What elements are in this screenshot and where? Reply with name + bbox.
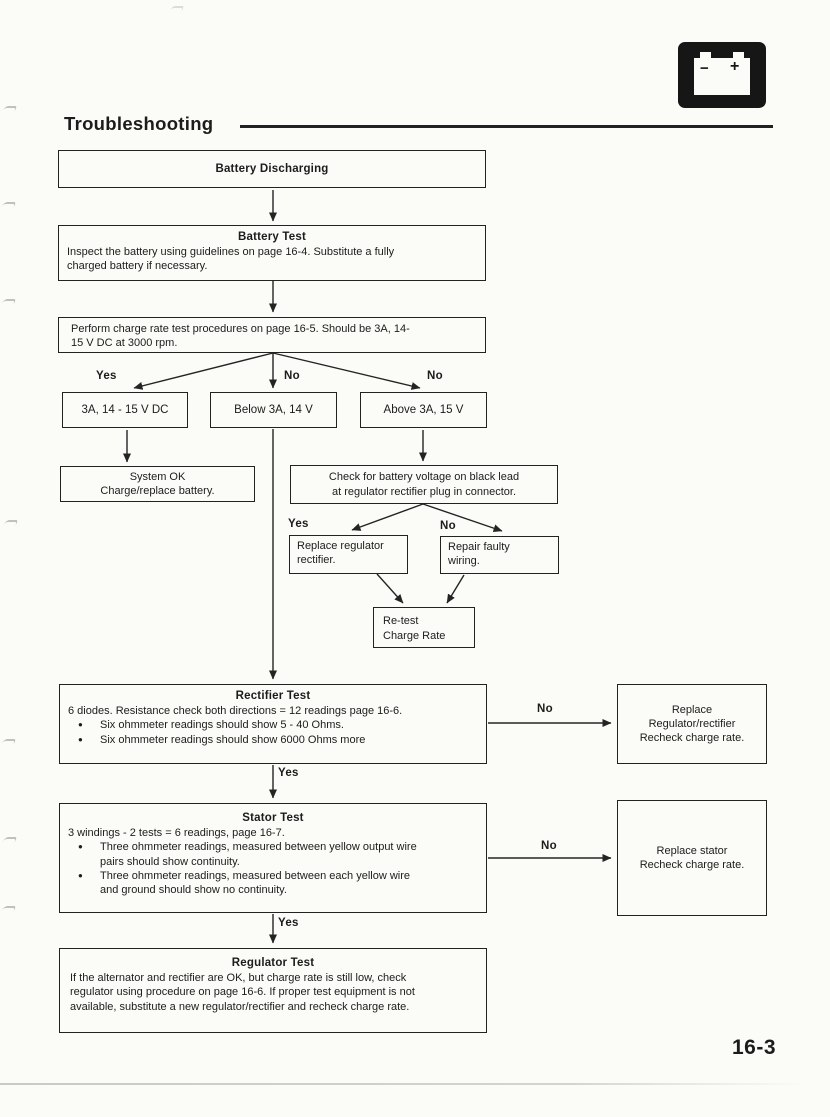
battery-terminal-right	[733, 52, 744, 59]
node-label: 3A, 14 - 15 V DC	[81, 403, 169, 416]
node-check-black-lead: Check for battery voltage on black lead …	[290, 465, 558, 504]
bullet-item: ● Six ohmmeter readings should show 5 - …	[68, 718, 478, 732]
node-result-ok: 3A, 14 - 15 V DC	[62, 392, 188, 428]
bullet-line: and ground should show no continuity.	[100, 884, 287, 897]
node-body-line: at regulator rectifier plug in connector…	[331, 485, 517, 498]
node-intro: 3 windings - 2 tests = 6 readings, page …	[68, 826, 285, 839]
node-title: Battery Discharging	[215, 162, 329, 175]
node-body-line: rectifier.	[297, 554, 336, 567]
branch-label-no: No	[537, 703, 553, 715]
node-system-ok: System OK Charge/replace battery.	[60, 466, 255, 502]
battery-minus-sign: −	[700, 60, 709, 77]
branch-label-yes: Yes	[288, 518, 309, 530]
branch-label-no: No	[440, 520, 456, 532]
scan-artifact	[0, 906, 18, 913]
node-replace-regulator: Replace regulator rectifier.	[289, 535, 408, 574]
bullet-text: Six ohmmeter readings should show 5 - 40…	[100, 719, 344, 732]
page-number: 16-3	[731, 1036, 776, 1059]
bullet-icon: ●	[78, 734, 83, 744]
node-body-line: Recheck charge rate.	[639, 859, 745, 871]
node-body-line: Replace	[671, 703, 713, 716]
branch-label-no: No	[427, 370, 443, 382]
node-battery-discharging: Battery Discharging	[58, 150, 486, 188]
connector-replaceregulator-to-retest	[376, 573, 404, 604]
bullet-line: Three ohmmeter readings, measured betwee…	[100, 841, 417, 854]
connector-check-to-replaceregulator	[351, 503, 424, 531]
bullet-icon: ●	[78, 720, 83, 730]
heading-rule	[240, 125, 773, 128]
bullet-item: ● Three ohmmeter readings, measured betw…	[68, 840, 478, 869]
branch-label-no: No	[284, 370, 300, 382]
node-title: Battery Test	[237, 231, 306, 243]
node-intro: 6 diodes. Resistance check both directio…	[68, 704, 403, 717]
node-charge-rate-test: Perform charge rate test procedures on p…	[58, 317, 486, 353]
bullet-item: ● Six ohmmeter readings should show 6000…	[68, 733, 478, 747]
node-title: Regulator Test	[231, 957, 315, 969]
bullet-line: Three ohmmeter readings, measured betwee…	[100, 869, 410, 882]
node-title: Rectifier Test	[235, 690, 311, 702]
node-body-line: Charge Rate	[383, 630, 446, 643]
node-body-line: System OK	[129, 470, 186, 483]
branch-label-yes: Yes	[96, 370, 117, 382]
bullet-text: Three ohmmeter readings, measured betwee…	[100, 869, 478, 898]
page-title: Troubleshooting	[64, 113, 214, 134]
bullet-text: Three ohmmeter readings, measured betwee…	[100, 840, 478, 869]
bullet-text: Six ohmmeter readings should show 6000 O…	[100, 733, 366, 746]
node-body-line: Re-test	[383, 615, 419, 627]
node-body-line: If the alternator and rectifier are OK, …	[70, 971, 407, 984]
node-body-line: Recheck charge rate.	[639, 732, 745, 745]
branch-label-yes: Yes	[278, 767, 299, 779]
node-body-line: wiring.	[448, 555, 480, 568]
battery-plus-sign: +	[730, 58, 740, 75]
node-body-line: regulator using procedure on page 16-6. …	[70, 986, 415, 999]
node-body-line: available, substitute a new regulator/re…	[70, 1000, 410, 1013]
battery-terminal-left	[700, 52, 711, 59]
battery-body: − +	[694, 58, 750, 95]
node-retest-charge-rate: Re-test Charge Rate	[373, 607, 475, 648]
bullet-icon: ●	[78, 870, 83, 880]
node-body-line: Replace stator	[656, 844, 728, 857]
node-body-line: Repair faulty	[448, 541, 510, 553]
scan-artifact	[1, 520, 20, 527]
branch-label-no: No	[541, 840, 557, 852]
node-replace-stator: Replace stator Recheck charge rate.	[617, 800, 767, 916]
scan-artifact	[0, 837, 19, 844]
scan-artifact	[0, 106, 19, 113]
connector-check-to-repairwiring	[422, 503, 503, 533]
node-body-line: Replace regulator	[297, 540, 384, 552]
node-result-below: Below 3A, 14 V	[210, 392, 337, 428]
bullet-item: ● Three ohmmeter readings, measured betw…	[68, 869, 478, 898]
node-replace-regulator-rectifier: Replace Regulator/rectifier Recheck char…	[617, 684, 767, 764]
node-body-line: Perform charge rate test procedures on p…	[71, 323, 410, 335]
bullet-icon: ●	[78, 842, 83, 852]
node-result-above: Above 3A, 15 V	[360, 392, 487, 428]
node-title: Stator Test	[242, 812, 304, 824]
node-body-line: charged battery if necessary.	[67, 260, 208, 273]
node-rectifier-test: Rectifier Test 6 diodes. Resistance chec…	[59, 684, 487, 764]
node-stator-test: Stator Test 3 windings - 2 tests = 6 rea…	[59, 803, 487, 913]
scan-page-edge	[0, 1083, 808, 1085]
node-body-line: Regulator/rectifier	[648, 717, 736, 730]
node-label: Above 3A, 15 V	[383, 403, 464, 416]
node-battery-test: Battery Test Inspect the battery using g…	[58, 225, 486, 281]
scan-artifact	[0, 202, 18, 209]
scan-artifact	[0, 299, 18, 306]
bullet-line: pairs should show continuity.	[100, 855, 240, 868]
node-body-line: Charge/replace battery.	[100, 485, 215, 497]
connector-chargerate-to-ok	[133, 352, 274, 390]
node-label: Below 3A, 14 V	[234, 403, 313, 416]
battery-icon: − +	[678, 42, 766, 108]
node-body-line: Check for battery voltage on black lead	[328, 471, 520, 484]
node-body-line: 15 V DC at 3000 rpm.	[71, 337, 178, 350]
node-repair-wiring: Repair faulty wiring.	[440, 536, 559, 574]
node-regulator-test: Regulator Test If the alternator and rec…	[59, 948, 487, 1033]
branch-label-yes: Yes	[278, 917, 299, 929]
node-body-line: Inspect the battery using guidelines on …	[67, 245, 395, 258]
scan-artifact	[0, 739, 18, 746]
connector-repairwiring-to-retest	[446, 574, 465, 604]
scan-artifact	[167, 6, 186, 13]
